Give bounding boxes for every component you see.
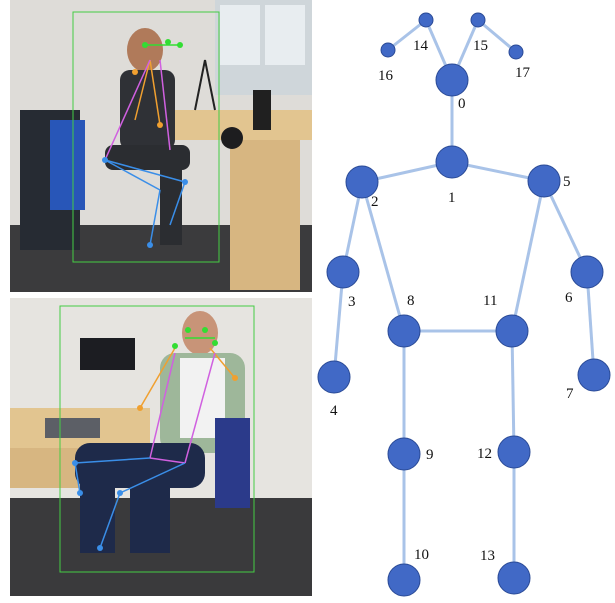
keypoint-label-5: 5 <box>563 174 571 190</box>
bone-2-8 <box>360 181 406 332</box>
bone-3-4 <box>332 271 345 378</box>
keypoint-8 <box>387 314 421 348</box>
keypoint-label-12: 12 <box>477 446 492 462</box>
bone-5-6 <box>542 180 589 273</box>
keypoint-1 <box>435 145 469 179</box>
keypoint-4 <box>317 360 351 394</box>
keypoint-17 <box>508 44 524 60</box>
keypoint-13 <box>497 561 531 595</box>
keypoint-label-11: 11 <box>483 293 497 309</box>
keypoint-label-10: 10 <box>414 547 429 563</box>
photo-bottom-scene <box>10 298 312 596</box>
keypoint-15 <box>470 12 486 28</box>
keypoint-label-9: 9 <box>426 447 434 463</box>
bone-15-17 <box>477 18 517 54</box>
keypoint-label-0: 0 <box>458 96 466 112</box>
keypoint-10 <box>387 563 421 597</box>
keypoint-5 <box>527 164 561 198</box>
photo-top-scene <box>10 0 312 292</box>
keypoint-2 <box>345 165 379 199</box>
keypoint-label-7: 7 <box>566 386 574 402</box>
keypoint-label-17: 17 <box>515 65 531 81</box>
keypoint-7 <box>577 358 611 392</box>
keypoint-label-15: 15 <box>473 38 488 54</box>
bone-5-11 <box>510 180 546 332</box>
bone-6-7 <box>585 271 596 376</box>
photo-top-seated-man <box>10 0 312 292</box>
keypoint-label-1: 1 <box>448 190 456 206</box>
keypoint-9 <box>387 437 421 471</box>
bone-11-12 <box>510 330 516 453</box>
keypoint-6 <box>570 255 604 289</box>
keypoint-label-2: 2 <box>371 194 379 210</box>
keypoint-12 <box>497 435 531 469</box>
keypoint-16 <box>380 42 396 58</box>
keypoint-0 <box>435 63 469 97</box>
keypoint-label-13: 13 <box>480 548 495 564</box>
bone-14-16 <box>387 18 427 52</box>
keypoint-3 <box>326 255 360 289</box>
keypoint-11 <box>495 314 529 348</box>
joints-layer <box>317 12 611 597</box>
photo-bottom-seated-man <box>10 298 312 596</box>
keypoint-label-4: 4 <box>330 403 338 419</box>
keypoint-label-3: 3 <box>348 294 356 310</box>
keypoint-label-6: 6 <box>565 290 573 306</box>
keypoint-label-16: 16 <box>378 68 394 84</box>
keypoint-label-14: 14 <box>413 38 429 54</box>
keypoint-label-8: 8 <box>407 293 415 309</box>
keypoint-14 <box>418 12 434 28</box>
